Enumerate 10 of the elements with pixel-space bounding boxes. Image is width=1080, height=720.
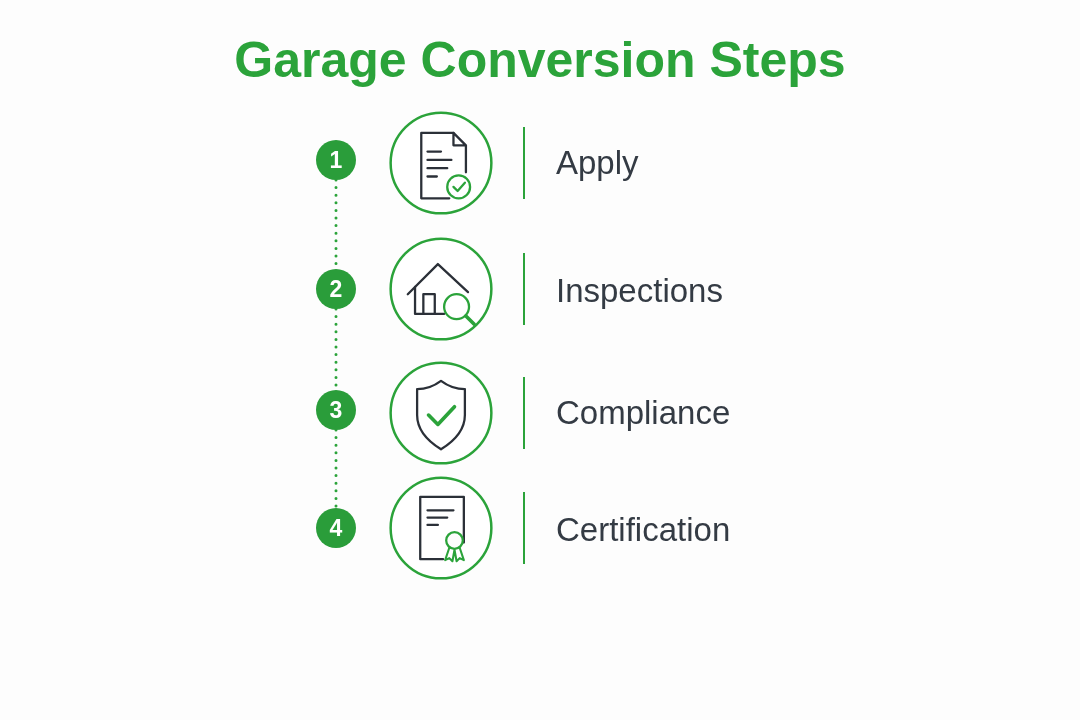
dotted-connector — [334, 428, 338, 510]
step-number-badge: 2 — [316, 269, 356, 309]
step-label: Certification — [556, 510, 731, 550]
step-label: Apply — [556, 143, 639, 183]
step-label: Inspections — [556, 271, 723, 311]
step-number-badge: 4 — [316, 508, 356, 548]
title: Garage Conversion Steps — [233, 31, 847, 90]
step-number-badge: 3 — [316, 390, 356, 430]
step-number-badge: 1 — [316, 140, 356, 180]
step-label: Compliance — [556, 393, 731, 433]
